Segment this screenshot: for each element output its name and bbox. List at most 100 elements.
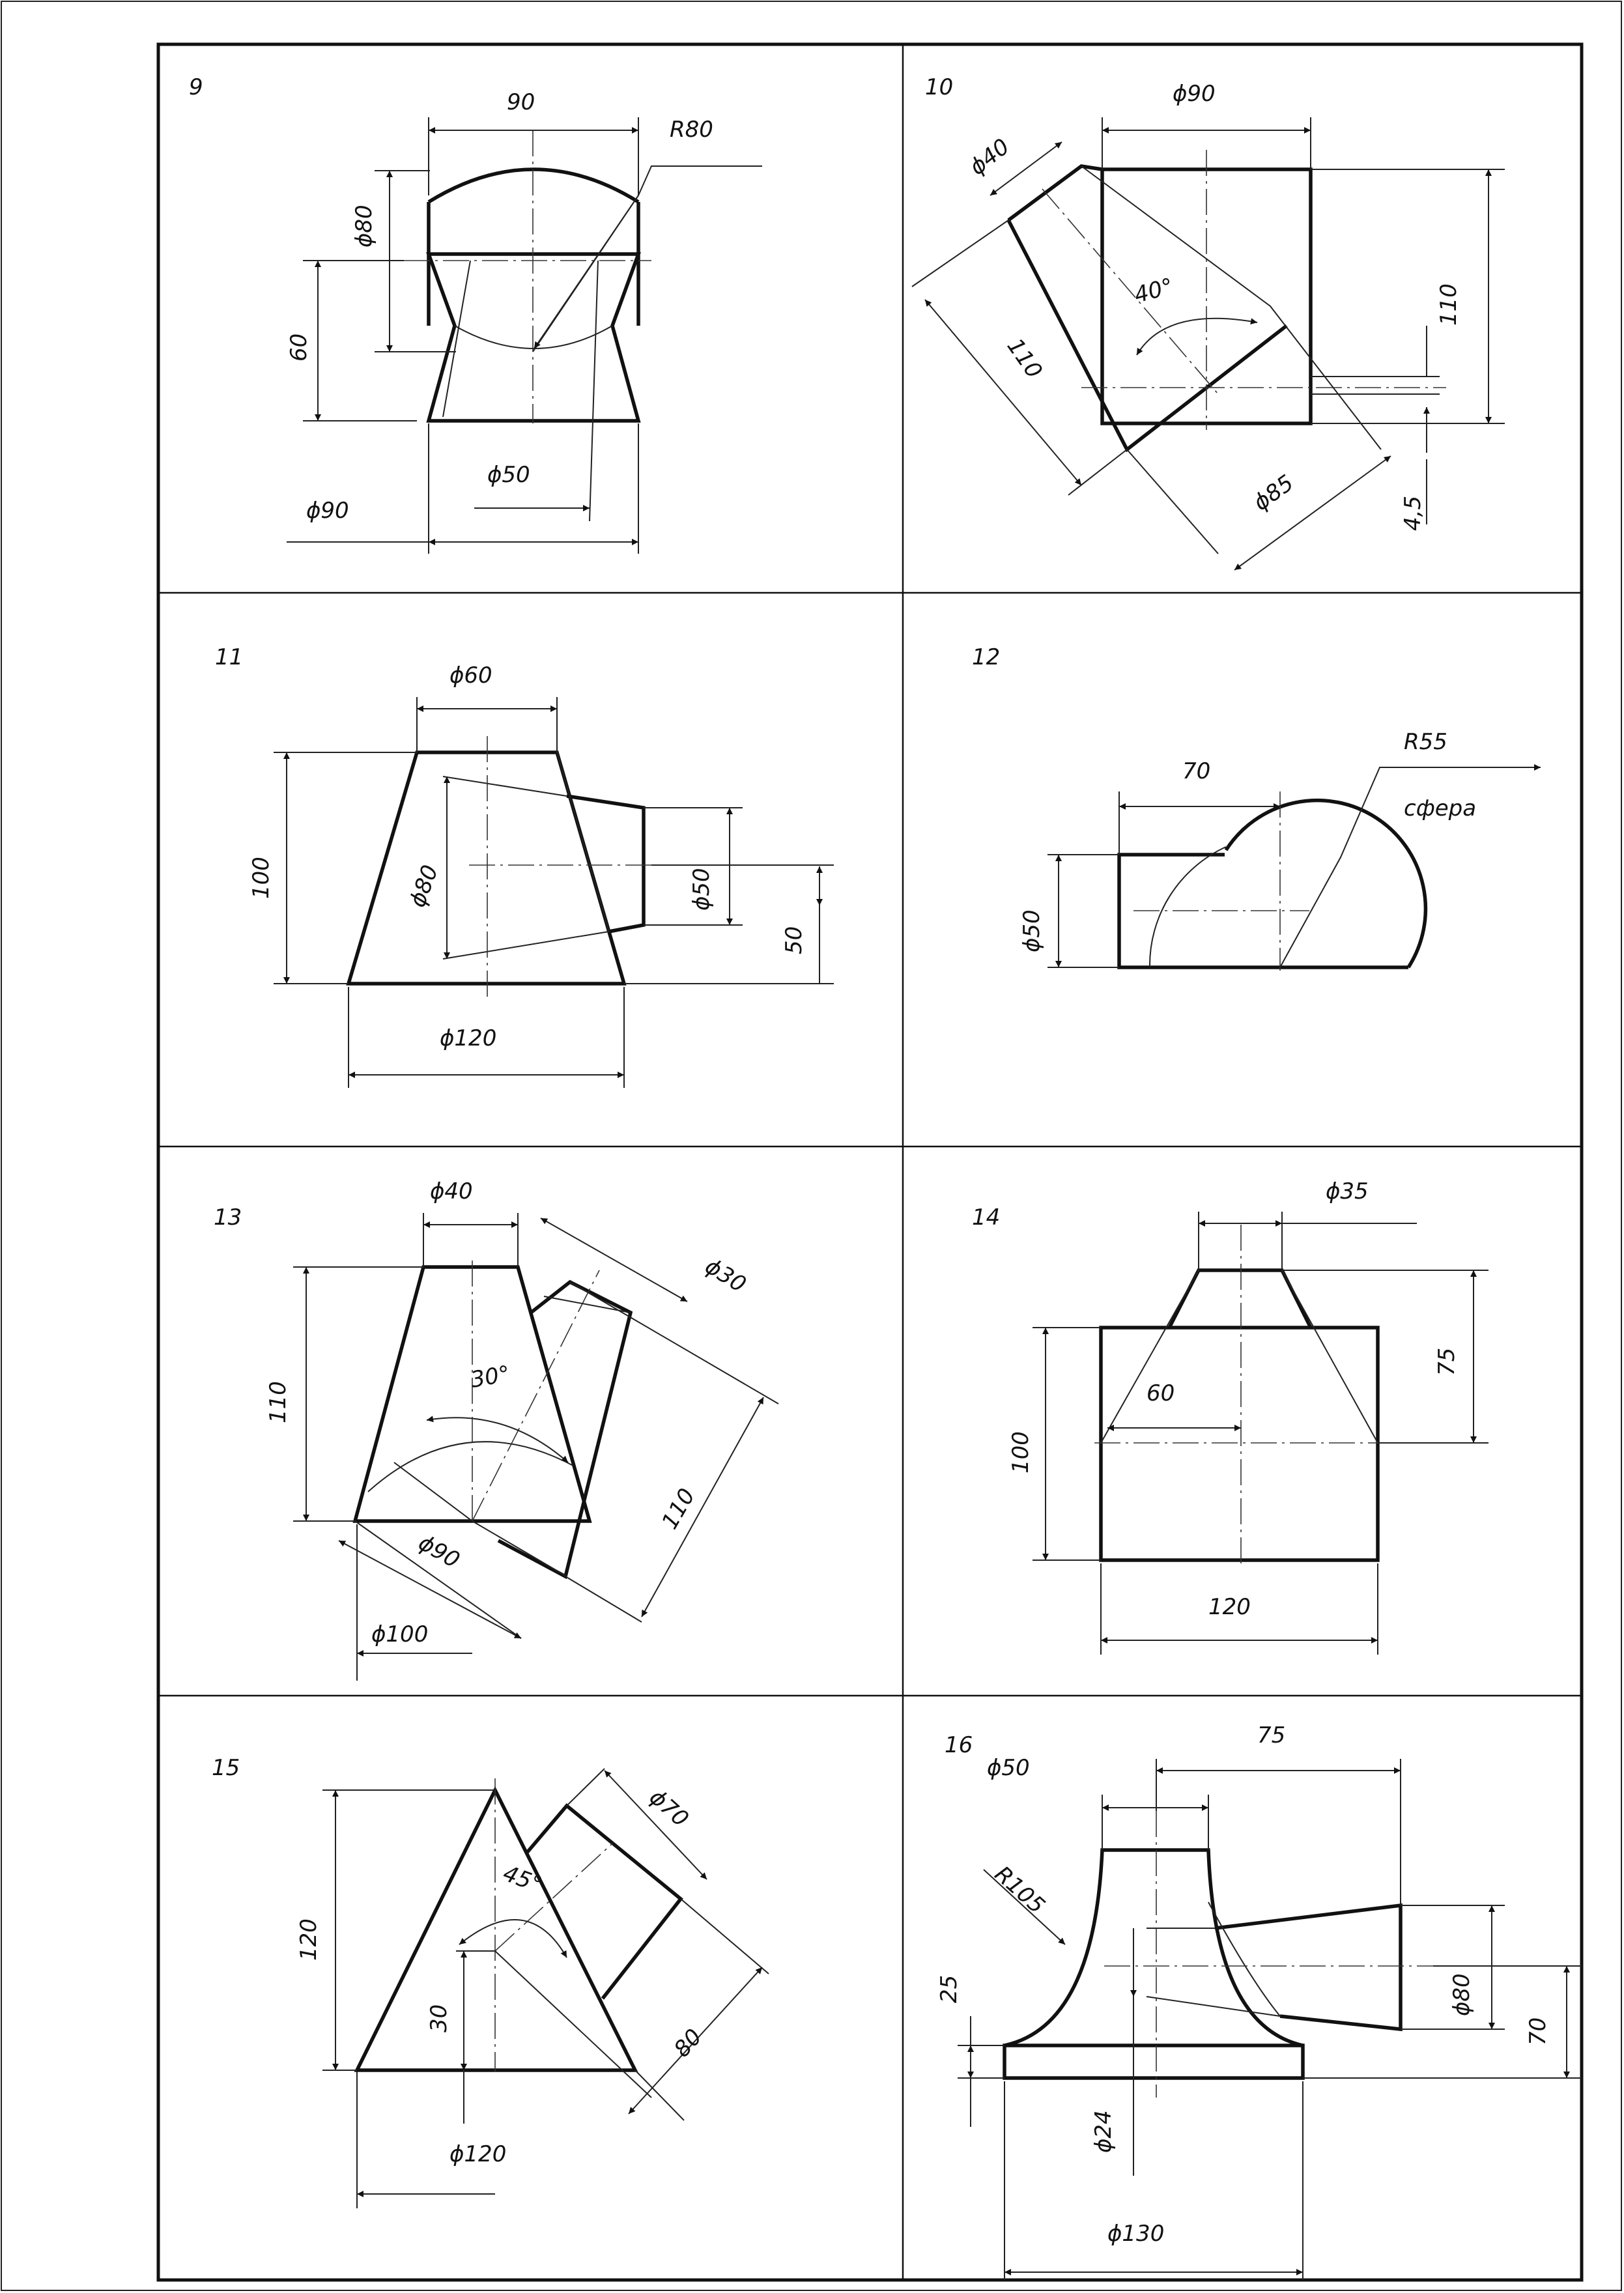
ext-lines-90 [428, 117, 639, 195]
axis-inclined [472, 1270, 600, 1522]
dim-phi40 [990, 141, 1062, 196]
dim-110-inclined [641, 1397, 764, 1617]
dim-60-label: 60 [286, 334, 312, 362]
panel-number: 16 [945, 1732, 973, 1758]
angle-label: 30° [469, 1361, 512, 1393]
ext-lines-phi50 [644, 807, 743, 926]
phi120-label: ϕ120 [449, 2141, 506, 2167]
dim-75-label: 75 [1434, 1348, 1460, 1376]
hemisphere [1224, 798, 1428, 969]
phi60-label: ϕ60 [449, 662, 492, 689]
phi130-label: ϕ130 [1107, 2221, 1164, 2247]
construction-lines [1100, 1270, 1378, 1444]
dim-25-label: 25 [936, 1975, 962, 2003]
dim-80-label: 80 [669, 2024, 707, 2062]
angle-arc [459, 1918, 567, 1958]
r80-label: R80 [670, 117, 713, 143]
cylinder-outline [1117, 853, 1408, 969]
phi90-label: ϕ90 [414, 1530, 464, 1573]
nozzle-lines [442, 752, 610, 960]
panel-number: 13 [214, 1204, 242, 1231]
dim-110-inclined [924, 299, 1082, 486]
dim-80 [628, 1967, 763, 2115]
phi90-label: ϕ90 [1173, 81, 1216, 107]
phi50-label: ϕ50 [689, 868, 715, 911]
part-outline [426, 252, 641, 423]
dim-110-inclined-label: 110 [657, 1484, 700, 1533]
panel-14: 14 ϕ35 75 60 100 120 [972, 1178, 1489, 1655]
sphere-label: сфера [1404, 795, 1476, 821]
dim-phi90 [338, 1540, 522, 1639]
ext-lines-phi60 [416, 697, 558, 752]
panel-15: 15 45° 120 ϕ70 80 30 ϕ120 [212, 1755, 769, 2208]
construction-lines [1146, 1901, 1281, 2017]
base-plate [1003, 2044, 1305, 2080]
phi30-label: ϕ30 [700, 1253, 750, 1298]
phi40-label: ϕ40 [965, 134, 1014, 180]
side-nozzle [1214, 1903, 1403, 2032]
flared-body [1004, 1848, 1303, 2047]
ext-lines-phi90 [1102, 117, 1311, 169]
phi35-label: ϕ35 [1326, 1178, 1369, 1204]
angle-label: 40° [1132, 273, 1176, 308]
axis-inclined [1042, 188, 1219, 395]
angle-arc [426, 1416, 569, 1463]
angle-label: 45° [500, 1860, 545, 1898]
ext-lines-110-inclined [911, 220, 1128, 496]
phi80-label: ϕ80 [351, 205, 377, 248]
panel-16: 16 ϕ50 75 R105 25 ϕ80 70 ϕ24 ϕ130 [936, 1722, 1582, 2280]
dim-75-label: 75 [1257, 1722, 1285, 1748]
panel-number: 10 [925, 74, 953, 100]
dim-110-vertical-label: 110 [1436, 283, 1462, 326]
hemisphere-left [1148, 846, 1227, 968]
panel-number: 14 [972, 1204, 1000, 1231]
r105-label: R105 [990, 1861, 1050, 1919]
dim-phi30 [540, 1218, 688, 1302]
top-cone [1167, 1268, 1313, 1329]
cone-triangle [354, 1786, 638, 2072]
ext-lines-phi40 [423, 1213, 519, 1267]
axis-inclined [494, 1843, 613, 1952]
phi120-label: ϕ120 [440, 1025, 496, 1051]
phi40-label: ϕ40 [430, 1178, 473, 1204]
panel-number: 15 [212, 1755, 240, 1781]
construction-lines [1081, 165, 1382, 554]
main-block [1099, 1326, 1380, 1562]
drawing-frame [156, 42, 1584, 2282]
ext-lines-25 [958, 2016, 1004, 2127]
phi100-label: ϕ100 [371, 1621, 428, 1647]
side-lines [427, 202, 640, 326]
dim-50-label: 50 [781, 926, 807, 954]
r105-leader [983, 1869, 1066, 1945]
dim-120-vertical-label: 120 [296, 1918, 322, 1961]
phi24-label: ϕ24 [1090, 2110, 1117, 2153]
dim-30-label: 30 [426, 2004, 452, 2032]
ext-lines-phi50 [1047, 854, 1119, 968]
panel-10: 10 40° ϕ90 ϕ40 110 110 ϕ85 4,5 [911, 74, 1505, 571]
dim-110-inclined-label: 110 [1002, 334, 1047, 383]
truncated-cone [346, 750, 627, 986]
ext-lines-50 [624, 864, 834, 984]
phi70-label: ϕ70 [644, 1784, 694, 1832]
r80-leader [534, 165, 762, 349]
ext-lines-100 [1033, 1327, 1101, 1561]
ext-lines-phi130 [1004, 2081, 1303, 2280]
panel-12: 12 70 R55 сфера ϕ50 [972, 644, 1541, 971]
inclined-cone [1006, 164, 1288, 453]
dim-120-label: 120 [1208, 1594, 1251, 1620]
r55-label: R55 [1404, 729, 1447, 755]
dim-60-label: 60 [1147, 1380, 1175, 1406]
top-arc [427, 167, 640, 204]
phi50-label: ϕ50 [1019, 909, 1045, 952]
dim-phi70 [604, 1770, 707, 1880]
phi80-label: ϕ80 [1449, 1973, 1475, 2016]
panel-number: 11 [215, 644, 243, 670]
ext-lines-120 [322, 1789, 495, 2071]
dim-phi85 [1234, 455, 1391, 571]
dim-90-label: 90 [507, 89, 535, 115]
dim-70-label: 70 [1182, 758, 1210, 784]
dim-70-label: 70 [1525, 2017, 1551, 2045]
truncated-cone [352, 1265, 592, 1523]
phi80-label: ϕ80 [405, 862, 444, 911]
